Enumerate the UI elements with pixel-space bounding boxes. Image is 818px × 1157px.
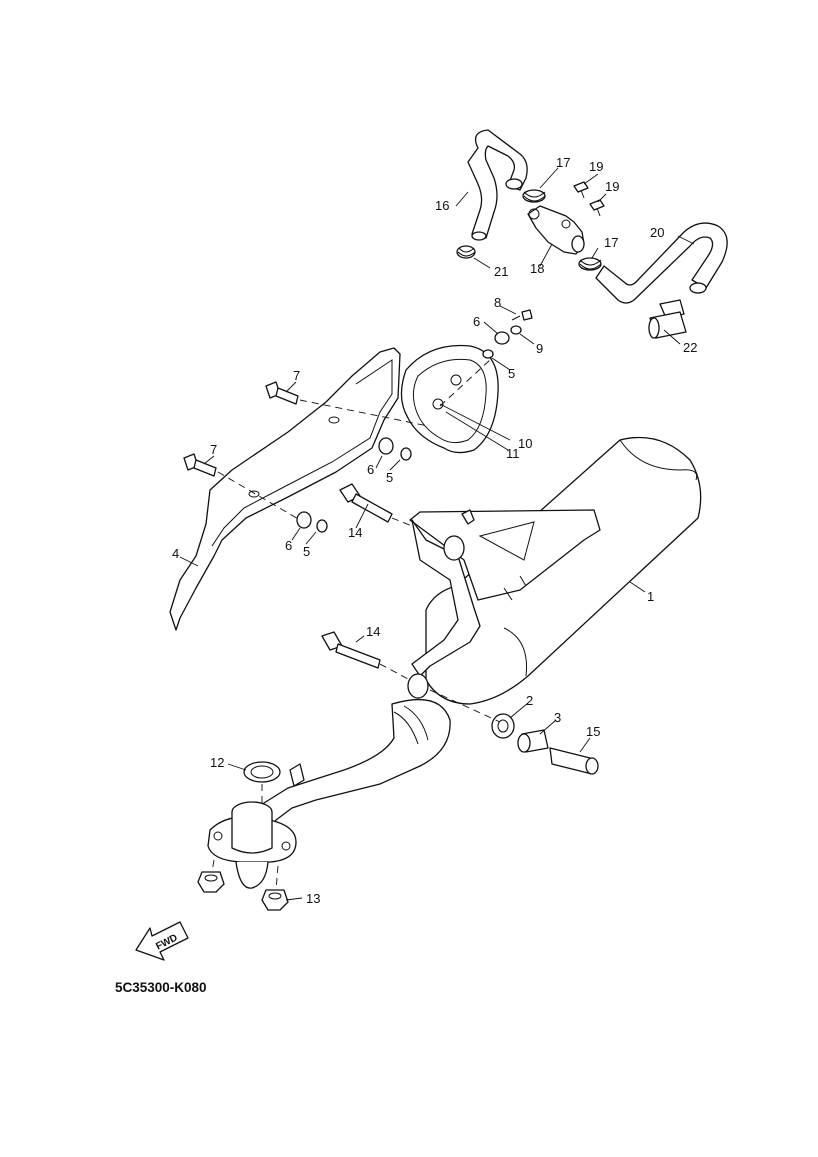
callout-numbers: 1 2 3 4 5 5 5 6 6 6 7 7 8 9 10 11 12 13 … <box>172 155 697 906</box>
leader-lines <box>179 167 695 901</box>
part-17-clamp-upper <box>522 189 546 203</box>
callout-4: 4 <box>172 546 179 561</box>
callout-22: 22 <box>683 340 697 355</box>
callout-17-upper: 17 <box>556 155 570 170</box>
callout-5-mid: 5 <box>386 470 393 485</box>
part-15-spacer <box>549 747 599 775</box>
part-6-collar-mid <box>378 437 394 455</box>
callout-6-mid: 6 <box>367 462 374 477</box>
callout-15: 15 <box>586 724 600 739</box>
callout-2: 2 <box>526 693 533 708</box>
callout-5-top: 5 <box>508 366 515 381</box>
callout-6-top: 6 <box>473 314 480 329</box>
part-exhaust-flange <box>207 801 297 889</box>
part-5-damper-mid <box>400 447 412 461</box>
callout-18: 18 <box>530 261 544 276</box>
part-17-clamp-lower <box>578 257 602 271</box>
part-6-collar-top <box>494 331 510 345</box>
callout-12: 12 <box>210 755 224 770</box>
diagram-code: 5C35300-K080 <box>115 980 207 995</box>
part-3-bush <box>517 729 549 753</box>
part-4-protector <box>169 347 401 631</box>
callout-8: 8 <box>494 295 501 310</box>
callout-11: 11 <box>506 446 520 461</box>
part-14-bolt-upper <box>339 483 393 523</box>
part-7-bolt-upper <box>265 381 299 405</box>
callout-16: 16 <box>435 198 449 213</box>
part-19-screw-b <box>589 199 605 217</box>
part-14-bolt-lower <box>321 631 381 669</box>
part-21-clamp <box>456 245 476 259</box>
part-5-damper-low <box>316 519 328 533</box>
part-19-screw-a <box>573 181 589 199</box>
callout-10: 10 <box>518 436 532 451</box>
callout-1: 1 <box>647 589 654 604</box>
callout-17-lower: 17 <box>604 235 618 250</box>
part-10-guard <box>400 344 499 454</box>
part-13-nut-right <box>261 889 289 911</box>
callout-19-upper: 19 <box>589 159 603 174</box>
callout-7-lower: 7 <box>210 442 217 457</box>
part-5-damper-top <box>482 349 494 359</box>
part-1-muffler <box>407 436 702 705</box>
callout-14-upper: 14 <box>348 525 362 540</box>
alignment-lines <box>211 359 501 891</box>
fwd-arrow-icon: FWD <box>135 921 189 961</box>
callout-3: 3 <box>554 710 561 725</box>
part-22-cap <box>648 299 687 339</box>
callout-21: 21 <box>494 264 508 279</box>
callout-7-upper: 7 <box>293 368 300 383</box>
callout-14-lower: 14 <box>366 624 380 639</box>
part-13-nut-left <box>197 871 225 893</box>
part-20-hose <box>595 222 728 304</box>
part-2-collar <box>491 713 515 739</box>
part-6-collar-low <box>296 511 312 529</box>
callout-19-lower: 19 <box>605 179 619 194</box>
callout-5-low: 5 <box>303 544 310 559</box>
callout-20: 20 <box>650 225 664 240</box>
part-12-gasket <box>243 761 281 783</box>
callout-6-low: 6 <box>285 538 292 553</box>
part-18-valve <box>527 205 585 255</box>
part-8-bolt <box>511 309 533 321</box>
part-7-bolt-lower <box>183 453 217 477</box>
part-16-hose <box>467 129 528 241</box>
part-9-washer <box>510 325 522 335</box>
callout-9: 9 <box>536 341 543 356</box>
part-exhaust-pipe <box>253 698 451 831</box>
callout-13: 13 <box>306 891 320 906</box>
